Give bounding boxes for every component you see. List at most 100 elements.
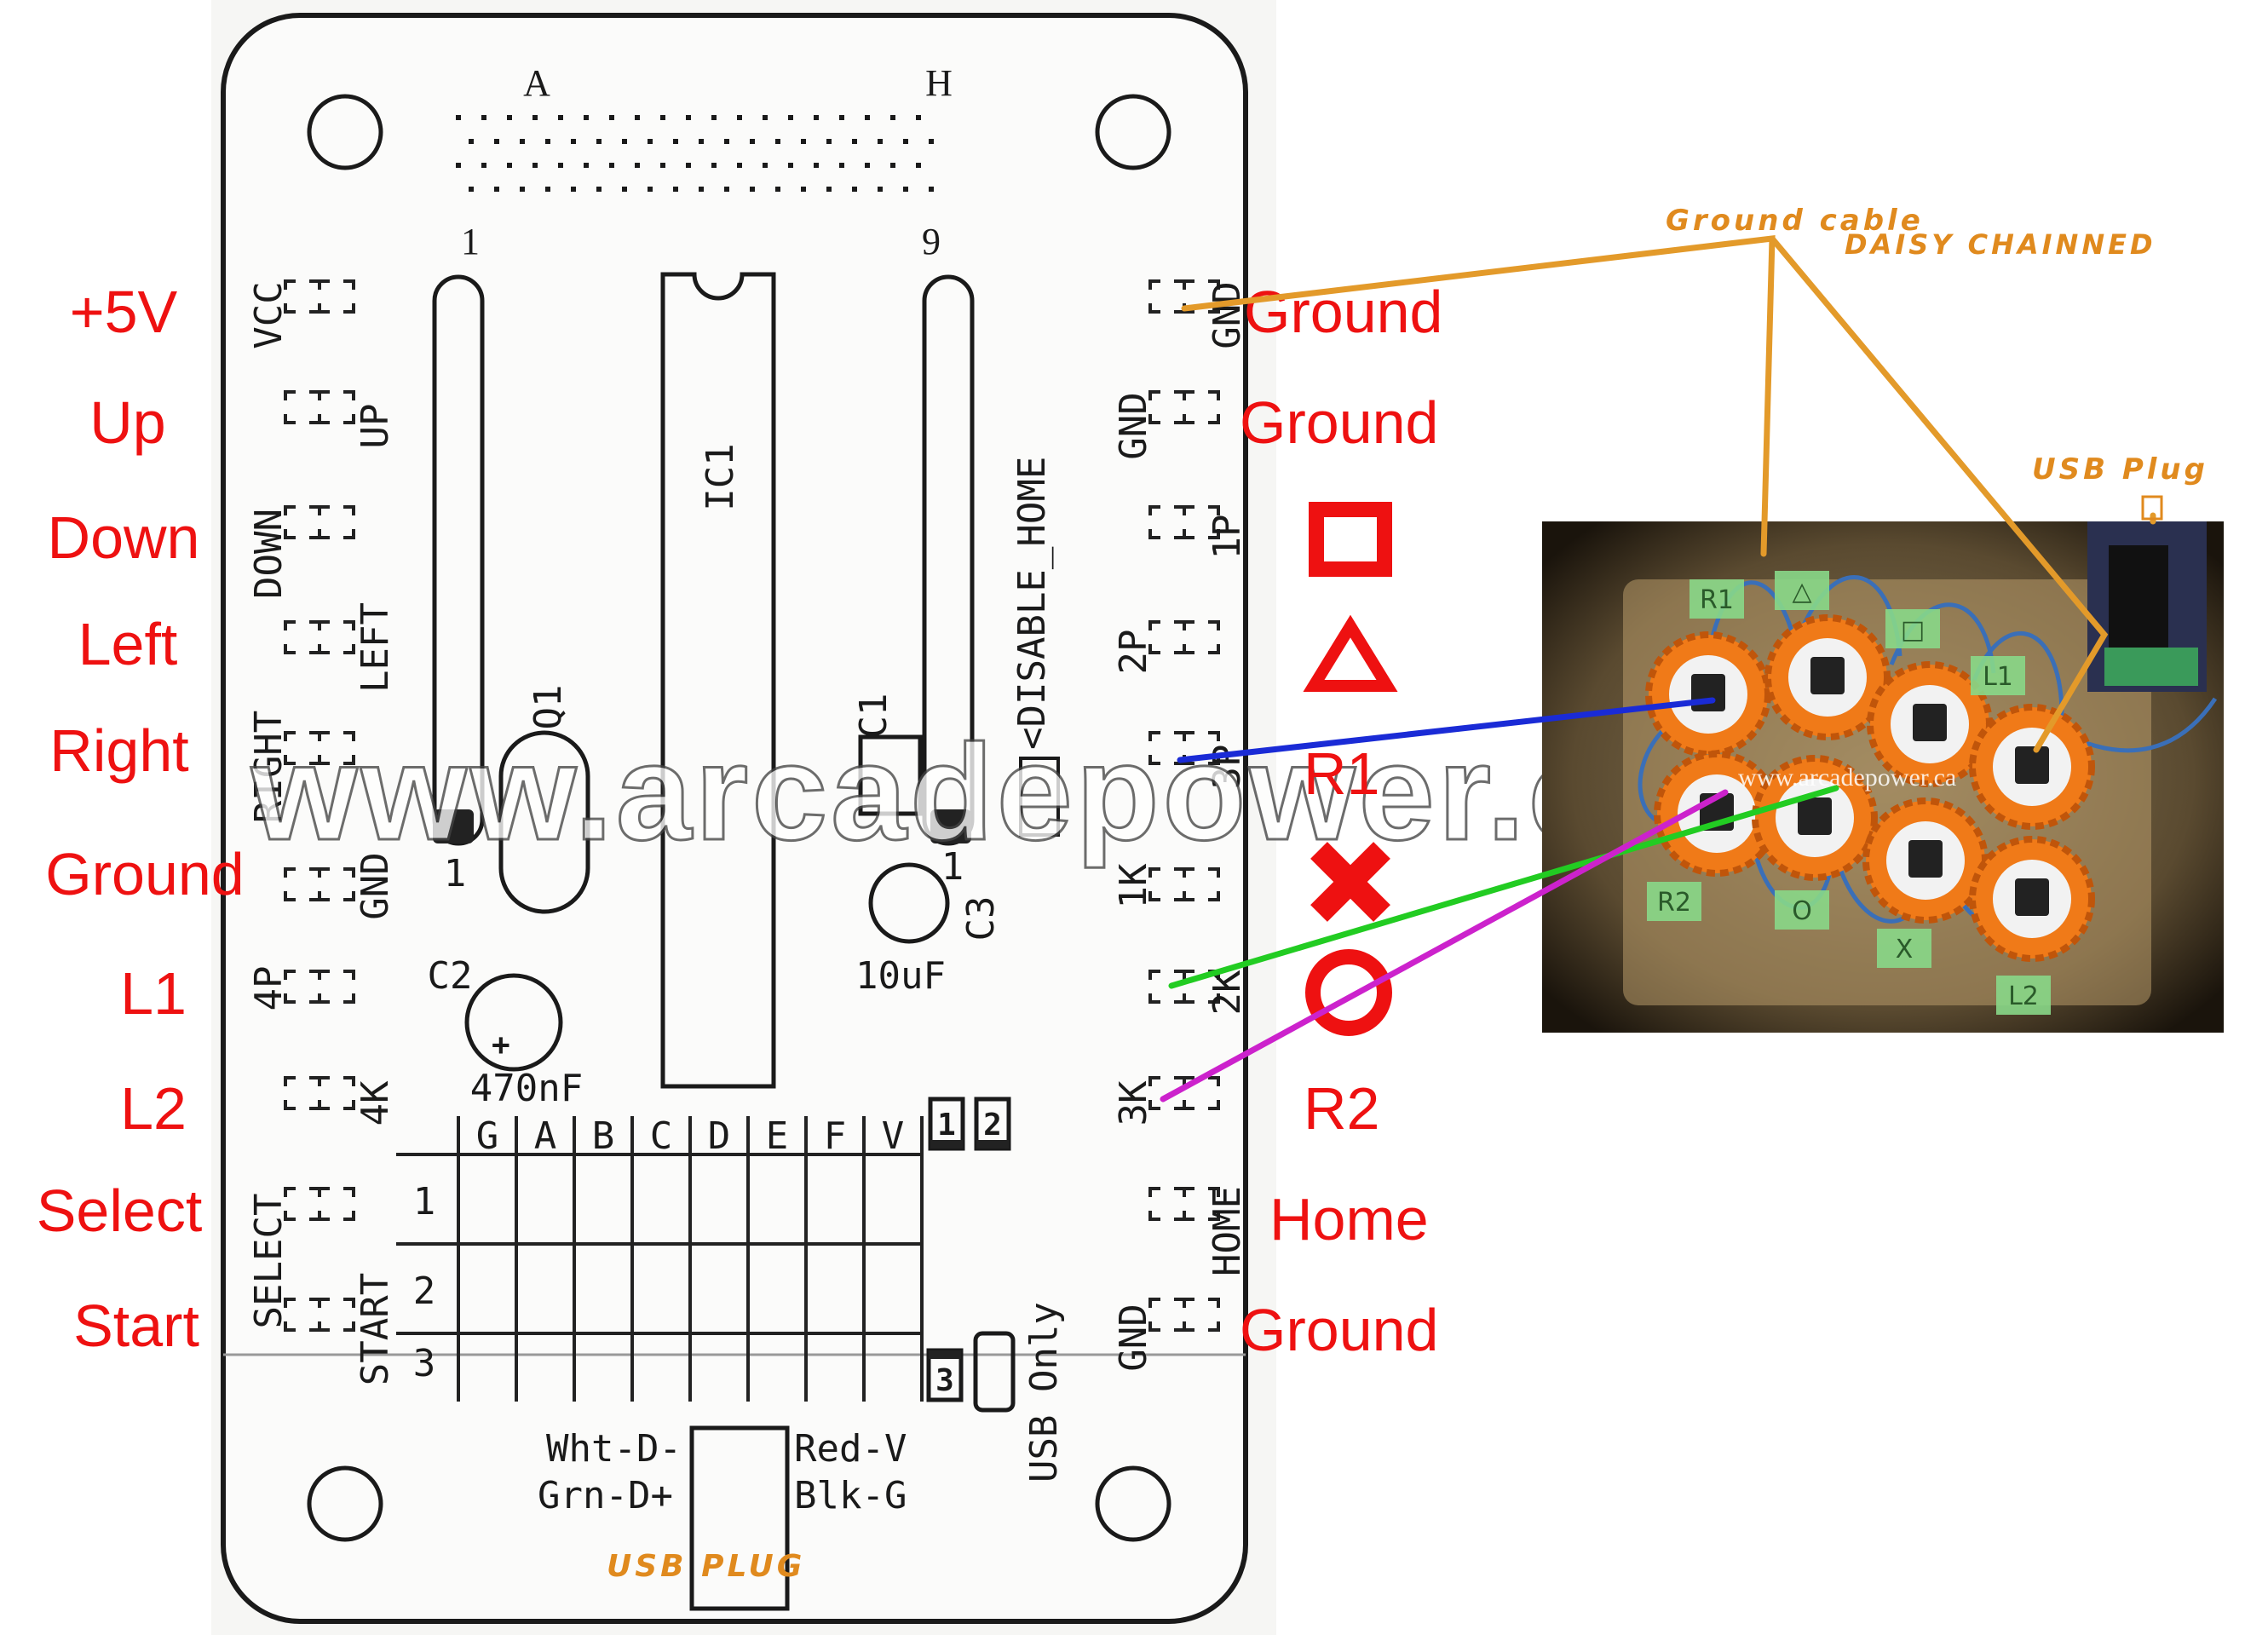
connector-pin [839, 163, 844, 168]
connector-pin [596, 187, 602, 192]
jumper-blocks: 1 2 3 USB Only [926, 1097, 1066, 1482]
disable-home-pad [1019, 757, 1060, 837]
connector-pin [890, 115, 895, 120]
solder-pad [318, 1076, 355, 1110]
usb-plug-bottom-label: USB PLUG [607, 1549, 805, 1584]
right-pad-label: GND [1112, 1304, 1155, 1371]
connector-pin [814, 163, 819, 168]
grid-col-label: A [534, 1114, 557, 1158]
connector-col-last: H [925, 62, 953, 104]
connector-pin [660, 115, 665, 120]
connector-pin [763, 163, 768, 168]
label-r2: R2 [1304, 1075, 1379, 1142]
label-ground-3: Ground [1240, 1297, 1438, 1363]
photo-tag: R1 [1689, 579, 1744, 619]
disable-home-label: <DISABLE_HOME [1010, 457, 1054, 750]
connector-pin [699, 187, 704, 192]
connector-pin [481, 163, 486, 168]
connector-pin [635, 163, 640, 168]
photo-arcade-button [1862, 797, 1989, 924]
connector-pin [750, 187, 755, 192]
pin1-marker-left [433, 809, 474, 843]
c1-label: C1 [852, 694, 895, 739]
right-pad-label: GND [1112, 392, 1155, 459]
connector-pin [571, 139, 576, 144]
solder-pad [1183, 505, 1220, 539]
q1-outline [498, 730, 590, 914]
left-pad-label: LEFT [354, 602, 397, 693]
connector-pin [929, 187, 934, 192]
connector-pin [916, 163, 921, 168]
solder-pad [318, 279, 355, 314]
right-pad-label: 1P [1206, 515, 1249, 560]
connector-pin [826, 139, 832, 144]
connector-pin [673, 187, 678, 192]
r1-wire [1177, 697, 1716, 763]
connector-pin [929, 139, 934, 144]
c2-label: C2 [428, 954, 473, 998]
grid-row-label: 2 [413, 1269, 436, 1313]
connector-pin [545, 187, 550, 192]
label-r1: R1 [1304, 740, 1379, 807]
connector-pin [839, 115, 844, 120]
header-connector: A H 1 9 [456, 62, 953, 262]
left-label: Start [73, 1292, 199, 1359]
mounting-hole-top-left [307, 94, 383, 170]
solder-pad [318, 505, 355, 539]
jumper-1-label: 1 [937, 1108, 956, 1143]
right-pad-label: 3K [1112, 1080, 1155, 1126]
grid-col-label: G [476, 1114, 499, 1158]
c2-value: 470nF [470, 1067, 583, 1110]
connector-pin [890, 163, 895, 168]
photo-tag: X [1877, 929, 1931, 968]
connector-pin [878, 187, 883, 192]
photo-tag: L1 [1971, 656, 2025, 695]
connector-pin [801, 187, 806, 192]
connector-pin [775, 139, 780, 144]
connector-pin [596, 139, 602, 144]
photo-buttons [1645, 614, 2095, 962]
photo-tag: O [1775, 890, 1829, 930]
solder-pad [1183, 620, 1220, 654]
mounting-hole-top-right [1095, 94, 1171, 170]
ground-wire-branch [1769, 235, 2109, 753]
right-pad-label: 2K [1206, 970, 1249, 1015]
left-label: L2 [120, 1075, 187, 1142]
left-label: Up [89, 389, 165, 456]
connector-pin [660, 163, 665, 168]
svg-text:O: O [1792, 896, 1812, 926]
photo-tag: □ [1885, 609, 1940, 648]
grid-col-label: B [592, 1114, 615, 1158]
right-pad-label: GND [1206, 281, 1249, 348]
connector-pin [622, 187, 627, 192]
left-label: Down [48, 504, 200, 571]
connector-pin [711, 115, 717, 120]
left-pad-label: SELECT [247, 1194, 291, 1329]
left-label: Select [37, 1177, 203, 1244]
connector-pin [903, 139, 908, 144]
connector-pin [788, 163, 793, 168]
photo-arcade-button [1969, 836, 2095, 962]
label-ground-2: Ground [1240, 389, 1438, 456]
solder-pad [318, 1298, 355, 1332]
connector-pin [635, 115, 640, 120]
connector-pin [558, 115, 563, 120]
grid-row-label: 3 [413, 1342, 436, 1385]
circle-wire [1168, 785, 1839, 989]
jumper-2-label: 2 [983, 1108, 1002, 1143]
pin1-marker-right [930, 809, 971, 843]
pin1-label-right: 1 [941, 845, 964, 889]
annotations: Ground cable DAISY CHAINNED USB Plug USB… [607, 204, 2205, 1584]
annotation-wires [1160, 235, 2156, 1102]
solder-pad [318, 390, 355, 424]
connector-pin [686, 163, 691, 168]
grid-col-label: F [824, 1114, 847, 1158]
connector-pin [737, 163, 742, 168]
photo-tag: L2 [1996, 976, 2051, 1015]
solder-pad [1183, 279, 1220, 314]
connector-row-last: 9 [922, 221, 941, 262]
board-watermark: www.arcadepower.ca [250, 716, 1687, 868]
